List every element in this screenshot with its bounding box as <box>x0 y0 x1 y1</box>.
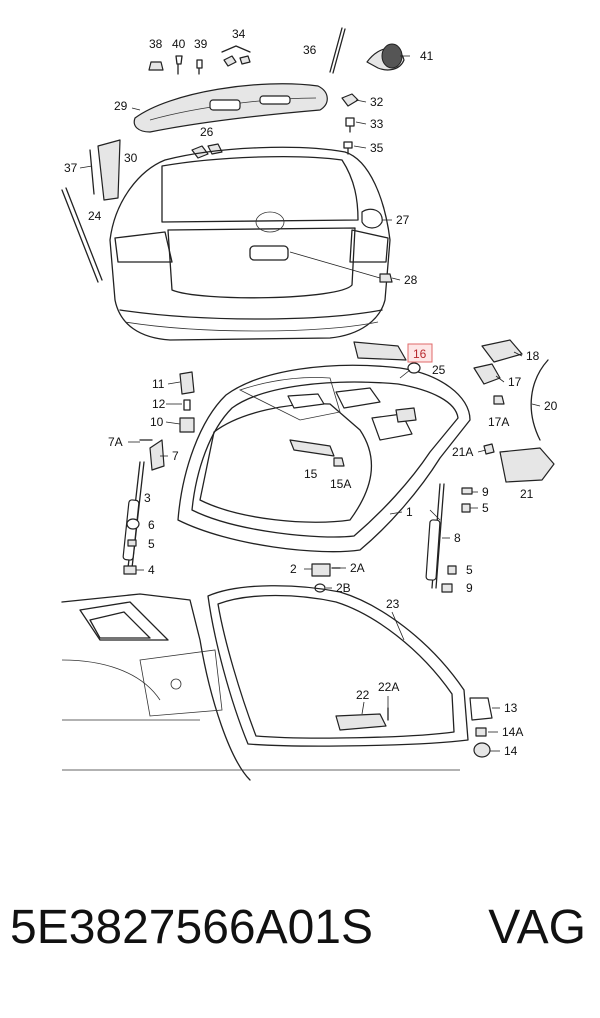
callout-label: 18 <box>526 349 540 363</box>
callout-label-highlighted: 16 <box>413 347 427 361</box>
callout-label: 20 <box>544 399 558 413</box>
callout-label: 2A <box>350 561 365 575</box>
callout-label: 14 <box>504 744 518 758</box>
leader-lines <box>79 55 541 752</box>
callout-label: 5 <box>148 537 155 551</box>
callout-label: 14A <box>502 725 523 739</box>
callout-label: 23 <box>386 597 400 611</box>
callout-label: 5 <box>482 501 489 515</box>
callout-label: 9 <box>466 581 473 595</box>
callout-label: 34 <box>232 27 246 41</box>
callout-label: 11 <box>152 377 165 391</box>
callout-label: 41 <box>420 49 434 63</box>
callout-label: 40 <box>172 37 186 51</box>
callout-label: 15A <box>330 477 351 491</box>
callout-label: 12 <box>152 397 166 411</box>
callout-label: 35 <box>370 141 384 155</box>
callout-label: 1 <box>406 505 413 519</box>
brand-name: VAG <box>488 901 586 954</box>
highlight-box <box>407 343 433 363</box>
tailgate-assembly <box>122 339 555 593</box>
callout-label: 8 <box>454 531 461 545</box>
spoiler-assembly <box>133 27 405 159</box>
callout-label: 27 <box>396 213 410 227</box>
callout-label: 38 <box>149 37 163 51</box>
callout-label: 22A <box>378 680 399 694</box>
callout-label: 2 <box>290 562 297 576</box>
callout-label: 2B <box>336 581 351 595</box>
callout-label: 33 <box>370 117 384 131</box>
callout-label: 17 <box>508 375 522 389</box>
callout-label: 24 <box>88 209 102 223</box>
vehicle-rear-view <box>61 139 393 341</box>
callout-label: 10 <box>150 415 164 429</box>
callout-label: 9 <box>482 485 489 499</box>
callout-label: 13 <box>504 701 518 715</box>
callout-label: 21 <box>520 487 534 501</box>
callout-label: 15 <box>304 467 318 481</box>
callout-label: 28 <box>404 273 418 287</box>
callout-label: 6 <box>148 518 155 532</box>
callout-label: 3 <box>144 491 151 505</box>
callout-label: 5 <box>466 563 473 577</box>
callout-label: 7 <box>172 449 179 463</box>
callout-labels: 38 40 39 34 36 41 29 32 33 35 26 37 30 2… <box>64 27 558 758</box>
exploded-parts-diagram: 38 40 39 34 36 41 29 32 33 35 26 37 30 2… <box>61 27 558 781</box>
caption-bar: 5E3827566A01S VAG <box>0 900 600 980</box>
body-opening-and-seal <box>61 585 493 781</box>
callout-label: 39 <box>194 37 208 51</box>
callout-label: 4 <box>148 563 155 577</box>
callout-label: 29 <box>114 99 128 113</box>
callout-label: 37 <box>64 161 78 175</box>
part-number: 5E3827566A01S <box>10 901 373 954</box>
callout-label: 7A <box>108 435 123 449</box>
callout-label: 22 <box>356 688 370 702</box>
callout-label: 26 <box>200 125 214 139</box>
callout-label: 25 <box>432 363 446 377</box>
callout-label: 30 <box>124 151 138 165</box>
callout-label: 21A <box>452 445 473 459</box>
callout-label: 36 <box>303 43 317 57</box>
callout-label: 17A <box>488 415 509 429</box>
callout-label: 32 <box>370 95 384 109</box>
